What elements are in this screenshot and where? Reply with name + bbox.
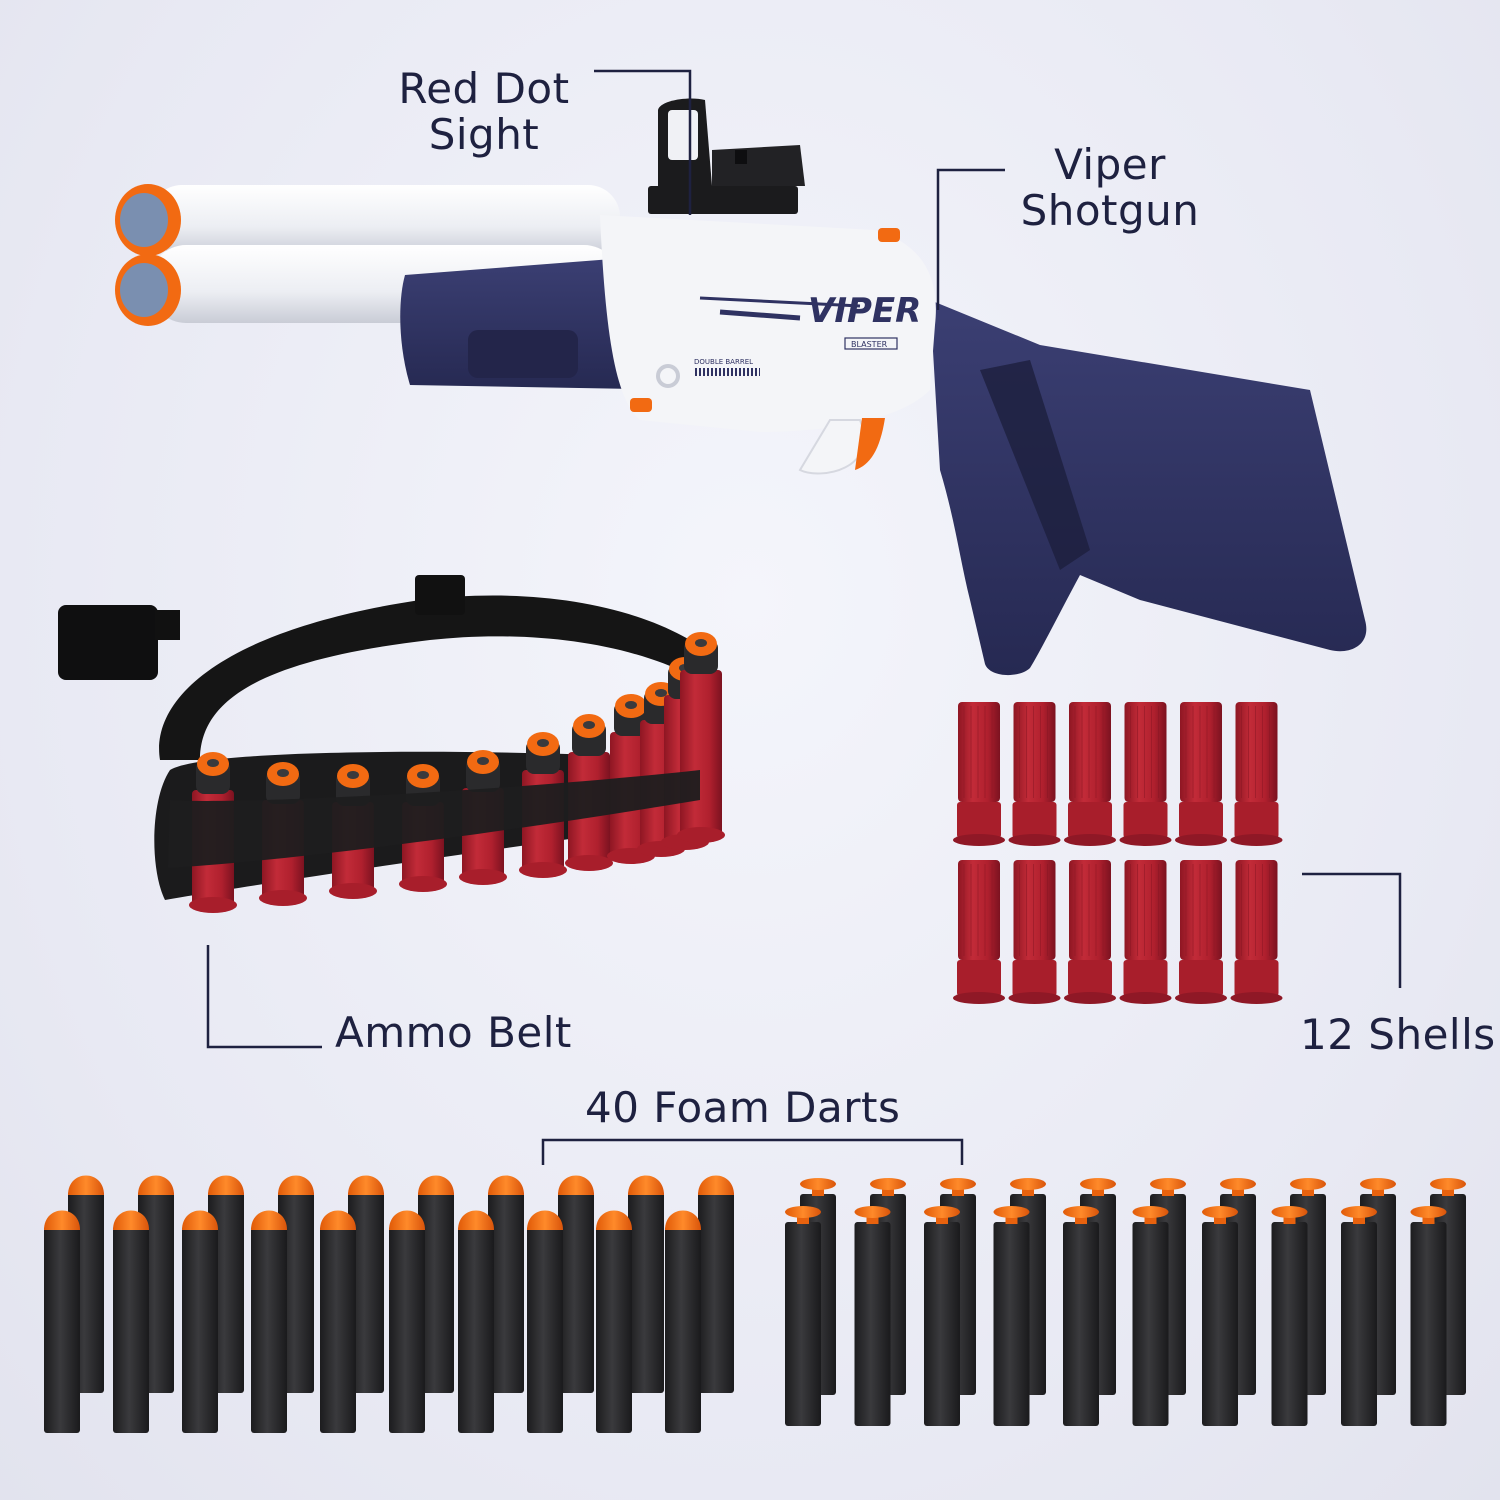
suction-dart <box>785 1206 821 1426</box>
viper-blaster: VIPER BLASTER DOUBLE BARREL <box>115 98 1367 676</box>
shell <box>1119 860 1172 1004</box>
shell <box>1064 860 1116 1004</box>
red-dot-sight <box>648 98 805 214</box>
belt-shells <box>168 632 725 913</box>
upper-barrel <box>150 185 620 255</box>
shell <box>1175 860 1227 1004</box>
shell <box>953 860 1005 1004</box>
belt-strap <box>159 595 691 760</box>
foam-dart <box>458 1210 494 1433</box>
shell-grid <box>953 702 1283 1004</box>
foam-dart <box>665 1210 701 1433</box>
belt-buckle <box>58 605 158 680</box>
foam-dart <box>182 1210 218 1433</box>
foam-dart <box>348 1175 384 1393</box>
shell <box>1008 860 1061 1004</box>
ammo-belt-label: Ammo Belt <box>335 1008 572 1057</box>
foam-dart <box>628 1175 664 1393</box>
suction-dart <box>924 1206 960 1426</box>
darts-label: 40 Foam Darts <box>585 1083 901 1132</box>
foam-dart <box>44 1210 80 1433</box>
dart-grid-flat-tip <box>44 1175 734 1433</box>
foam-dart <box>596 1210 632 1433</box>
belt-shell <box>565 714 613 871</box>
suction-dart <box>1202 1206 1238 1426</box>
brand-logo: VIPER <box>808 291 921 331</box>
foam-dart <box>558 1175 594 1393</box>
suction-dart <box>854 1206 891 1426</box>
foam-dart <box>488 1175 524 1393</box>
foam-dart <box>527 1210 563 1433</box>
shell <box>1230 860 1283 1004</box>
shell <box>1230 702 1283 846</box>
darts-callout-line <box>541 1138 964 1165</box>
dart-grid-suction-tip <box>785 1178 1466 1426</box>
shell <box>953 702 1005 846</box>
ammo-belt <box>58 575 725 913</box>
red-dot-label-line-2: Sight <box>428 110 540 159</box>
belt-shell <box>677 632 725 843</box>
double-barrel-text: DOUBLE BARREL <box>694 358 753 366</box>
viper-shotgun-label: Viper Shotgun <box>1005 142 1215 234</box>
shell <box>1008 702 1061 846</box>
red-dot-label-line-1: Red Dot <box>398 64 570 113</box>
foam-dart <box>389 1210 425 1433</box>
shells-label: 12 Shells <box>1300 1010 1496 1059</box>
receiver <box>600 215 936 432</box>
shells-callout-line <box>1302 872 1402 988</box>
red-dot-sight-label: Red Dot Sight <box>384 66 584 158</box>
viper-label-line-1: Viper <box>1054 140 1166 189</box>
suction-dart <box>993 1206 1030 1426</box>
suction-dart <box>1132 1206 1169 1426</box>
red-dot-callout-line <box>594 69 692 215</box>
foam-dart <box>698 1175 734 1393</box>
suction-dart <box>1063 1206 1099 1426</box>
viper-callout-line <box>936 168 1005 310</box>
foam-dart <box>418 1175 454 1393</box>
shell <box>1175 702 1227 846</box>
foam-dart <box>251 1210 287 1433</box>
blaster-stock <box>930 300 1367 676</box>
ammo-belt-callout-line <box>206 945 322 1049</box>
blaster-sub-text: BLASTER <box>851 340 888 349</box>
trigger <box>855 418 885 470</box>
shell <box>1064 702 1116 846</box>
foam-dart <box>113 1210 149 1433</box>
viper-label-line-2: Shotgun <box>1020 186 1200 235</box>
suction-dart <box>1410 1206 1447 1426</box>
foam-dart <box>320 1210 356 1433</box>
suction-dart <box>1271 1206 1308 1426</box>
shell <box>1119 702 1172 846</box>
belt-band <box>168 770 700 868</box>
callout-lines <box>206 69 1402 1165</box>
suction-dart <box>1341 1206 1377 1426</box>
